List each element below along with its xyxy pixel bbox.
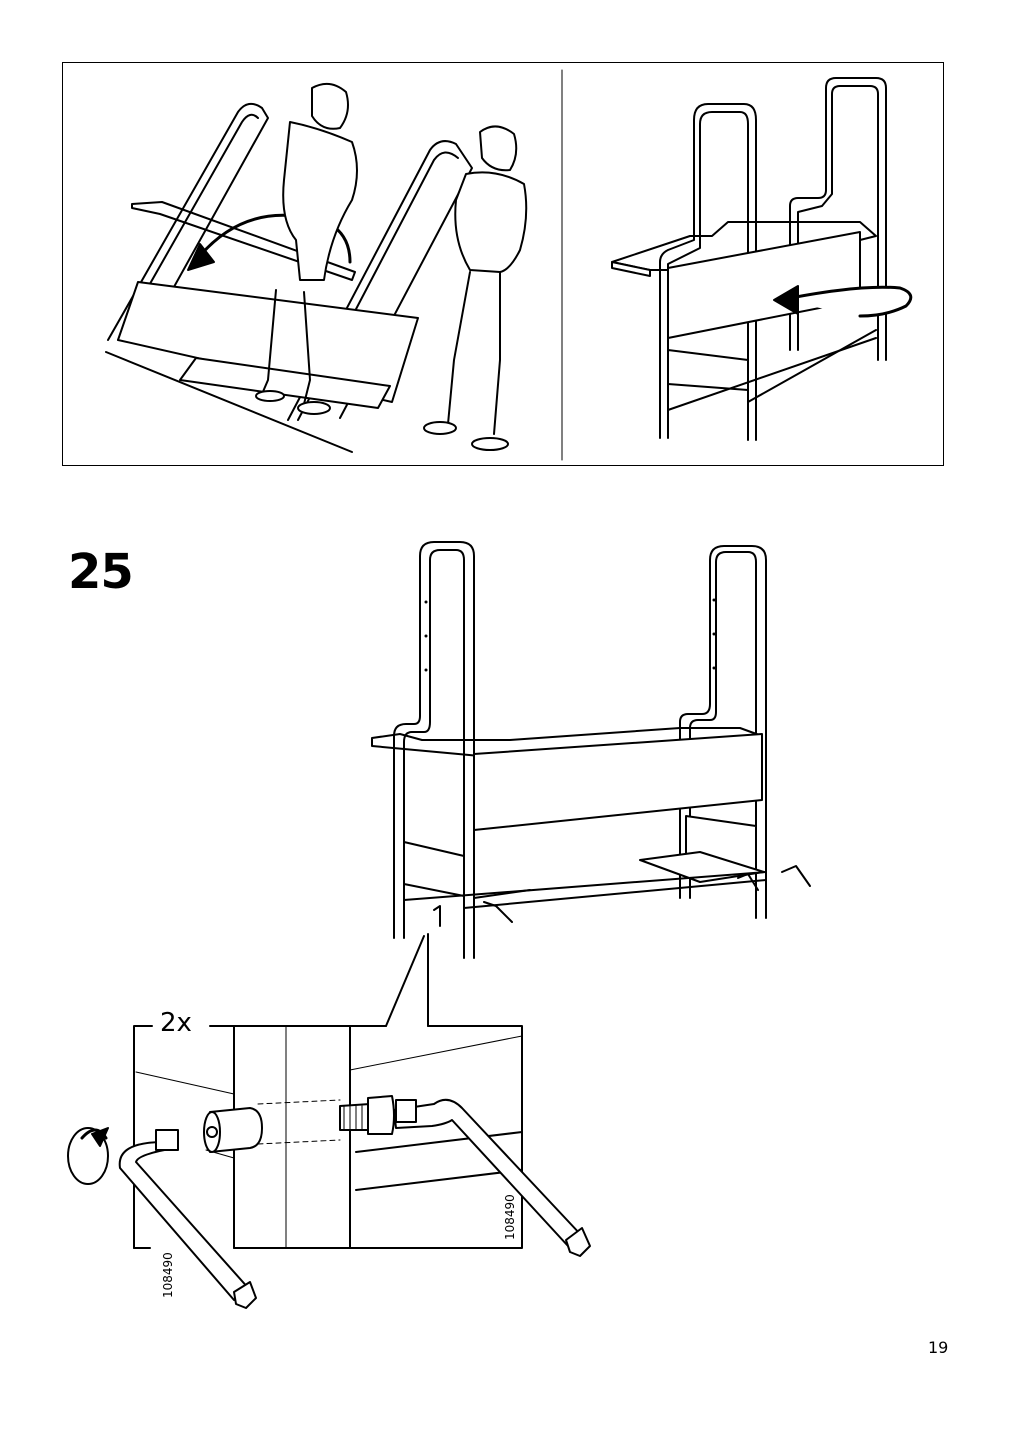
page-number: 19 — [928, 1338, 949, 1357]
part-number-left: 108490 — [161, 1252, 175, 1298]
desk-upright-turning — [611, 77, 913, 441]
people-tilting-desk — [105, 82, 528, 453]
part-number-right: 108490 — [503, 1194, 517, 1240]
detail-callout — [118, 1025, 591, 1309]
step-number: 25 — [68, 544, 134, 600]
quantity-label: 2x — [158, 1008, 194, 1038]
rotate-clockwise-icon — [67, 1127, 109, 1185]
desk-assembly — [371, 541, 811, 1027]
